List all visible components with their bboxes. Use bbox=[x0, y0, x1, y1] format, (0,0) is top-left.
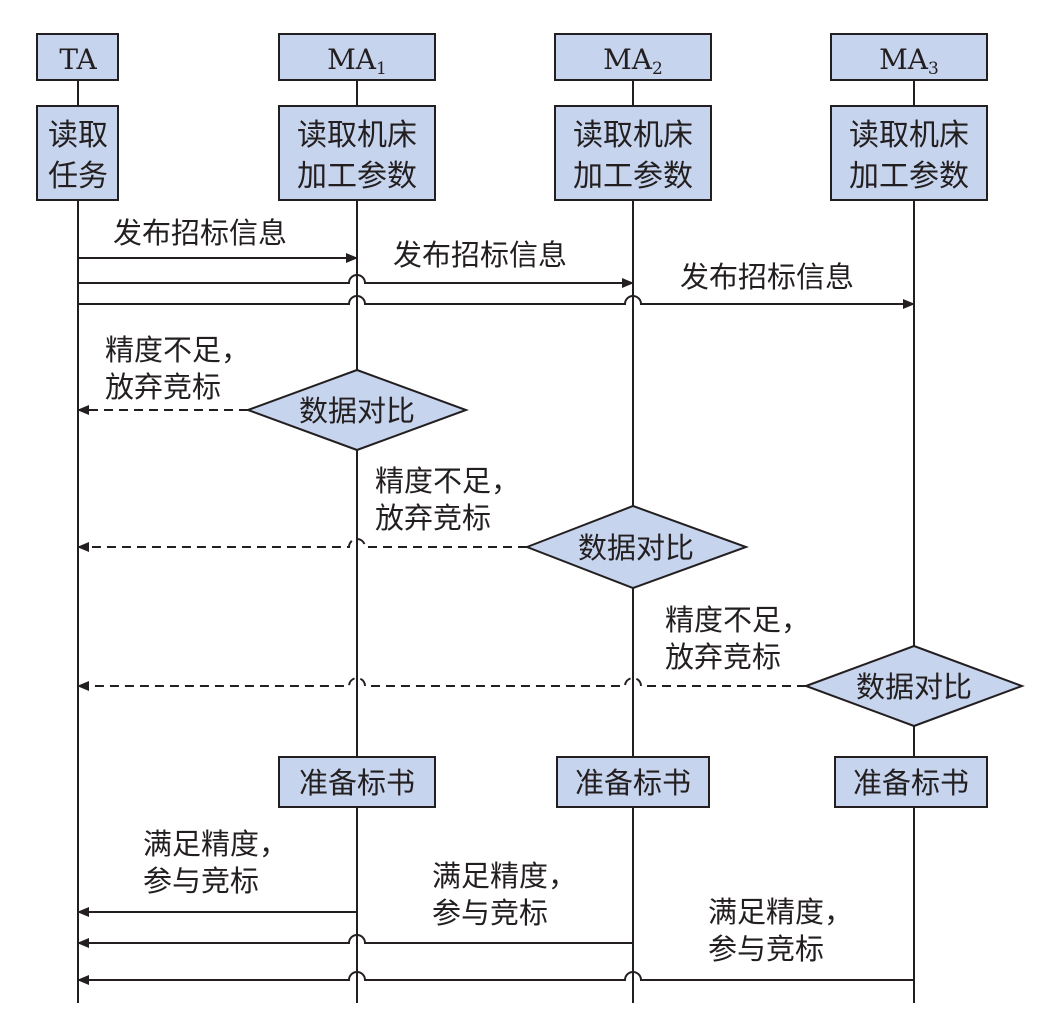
prepare-label-ma2: 准备标书 bbox=[575, 766, 691, 800]
accept-arrow-ma3 bbox=[77, 971, 914, 985]
task-box-ta: 读取 任务 bbox=[36, 105, 119, 201]
task-box-ma2: 读取机床 加工参数 bbox=[554, 105, 712, 201]
reject-arrow-ma2 bbox=[77, 538, 527, 552]
task-boxes: 读取 任务 读取机床 加工参数 读取机床 加工参数 读取机床 加工参数 bbox=[36, 105, 988, 201]
prepare-boxes: 准备标书 准备标书 准备标书 bbox=[278, 756, 988, 808]
reject-label-ma1-line1: 精度不足， bbox=[105, 333, 250, 367]
task-ma3-line1: 读取机床 bbox=[849, 118, 969, 153]
agent-ta: TA bbox=[36, 33, 119, 81]
agent-ma2-label: MA2 bbox=[603, 43, 663, 79]
compare-diamond-ma2 bbox=[524, 504, 749, 590]
compare-label-ma2: 数据对比 bbox=[578, 531, 694, 565]
task-ma1-line1: 读取机床 bbox=[297, 118, 417, 153]
reject-label-ma3-line1: 精度不足， bbox=[665, 603, 810, 637]
compare-block-ma1: 精度不足， 放弃竞标 数据对比 bbox=[77, 333, 469, 452]
publish-label-ma1: 发布招标信息 bbox=[113, 216, 287, 250]
task-ma2-line1: 读取机床 bbox=[573, 118, 693, 153]
accept-label-ma2-line1: 满足精度， bbox=[432, 859, 577, 893]
publish-arrow-ma2 bbox=[78, 274, 634, 288]
agent-headers: TA MA1 MA2 MA3 bbox=[36, 33, 988, 81]
agent-ma3: MA3 bbox=[830, 33, 988, 81]
accept-label-ma1-line2: 参与竞标 bbox=[143, 864, 259, 898]
publish-label-ma2: 发布招标信息 bbox=[393, 238, 567, 272]
accept-messages: 满足精度， 参与竞标 满足精度， 参与竞标 满足精度， 参与竞标 bbox=[77, 827, 914, 985]
compare-block-ma2: 精度不足， 放弃竞标 数据对比 bbox=[77, 464, 749, 590]
publish-arrow-ma3 bbox=[78, 295, 915, 309]
publish-label-ma3: 发布招标信息 bbox=[680, 260, 854, 294]
agent-ma1: MA1 bbox=[278, 33, 436, 81]
reject-arrow-ma3 bbox=[77, 677, 806, 691]
accept-label-ma3-line1: 满足精度， bbox=[708, 895, 853, 929]
prepare-label-ma3: 准备标书 bbox=[853, 766, 969, 800]
compare-diamond-ma3 bbox=[803, 644, 1025, 728]
agent-ma2: MA2 bbox=[554, 33, 712, 81]
accept-label-ma3-line2: 参与竞标 bbox=[708, 932, 824, 966]
reject-label-ma2-line2: 放弃竞标 bbox=[375, 501, 491, 535]
task-ta-line2: 任务 bbox=[48, 159, 108, 194]
prepare-label-ma1: 准备标书 bbox=[299, 766, 415, 800]
accept-arrow-ma2 bbox=[77, 934, 633, 948]
prepare-box-ma2: 准备标书 bbox=[556, 756, 710, 808]
compare-diamond-ma1 bbox=[245, 368, 469, 452]
agent-ta-label: TA bbox=[59, 43, 97, 76]
prepare-box-ma1: 准备标书 bbox=[278, 756, 436, 808]
task-ma1-line2: 加工参数 bbox=[297, 159, 417, 194]
compare-label-ma1: 数据对比 bbox=[299, 394, 415, 428]
compare-label-ma3: 数据对比 bbox=[856, 670, 972, 704]
task-box-ma1: 读取机床 加工参数 bbox=[278, 105, 436, 201]
agent-ma3-label: MA3 bbox=[879, 43, 939, 79]
reject-label-ma1-line2: 放弃竞标 bbox=[105, 370, 221, 404]
task-box-ma3: 读取机床 加工参数 bbox=[830, 105, 988, 201]
reject-label-ma3-line2: 放弃竞标 bbox=[665, 640, 781, 674]
accept-label-ma2-line2: 参与竞标 bbox=[432, 896, 548, 930]
compare-block-ma3: 精度不足， 放弃竞标 数据对比 bbox=[77, 603, 1025, 728]
task-ma2-line2: 加工参数 bbox=[573, 159, 693, 194]
reject-label-ma2-line1: 精度不足， bbox=[375, 464, 520, 498]
task-ta-line1: 读取 bbox=[48, 118, 108, 153]
publish-messages: 发布招标信息 发布招标信息 发布招标信息 bbox=[78, 216, 915, 309]
prepare-box-ma3: 准备标书 bbox=[834, 756, 988, 808]
task-ma3-line2: 加工参数 bbox=[849, 159, 969, 194]
agent-ma1-label: MA1 bbox=[327, 43, 387, 79]
accept-label-ma1-line1: 满足精度， bbox=[143, 827, 288, 861]
